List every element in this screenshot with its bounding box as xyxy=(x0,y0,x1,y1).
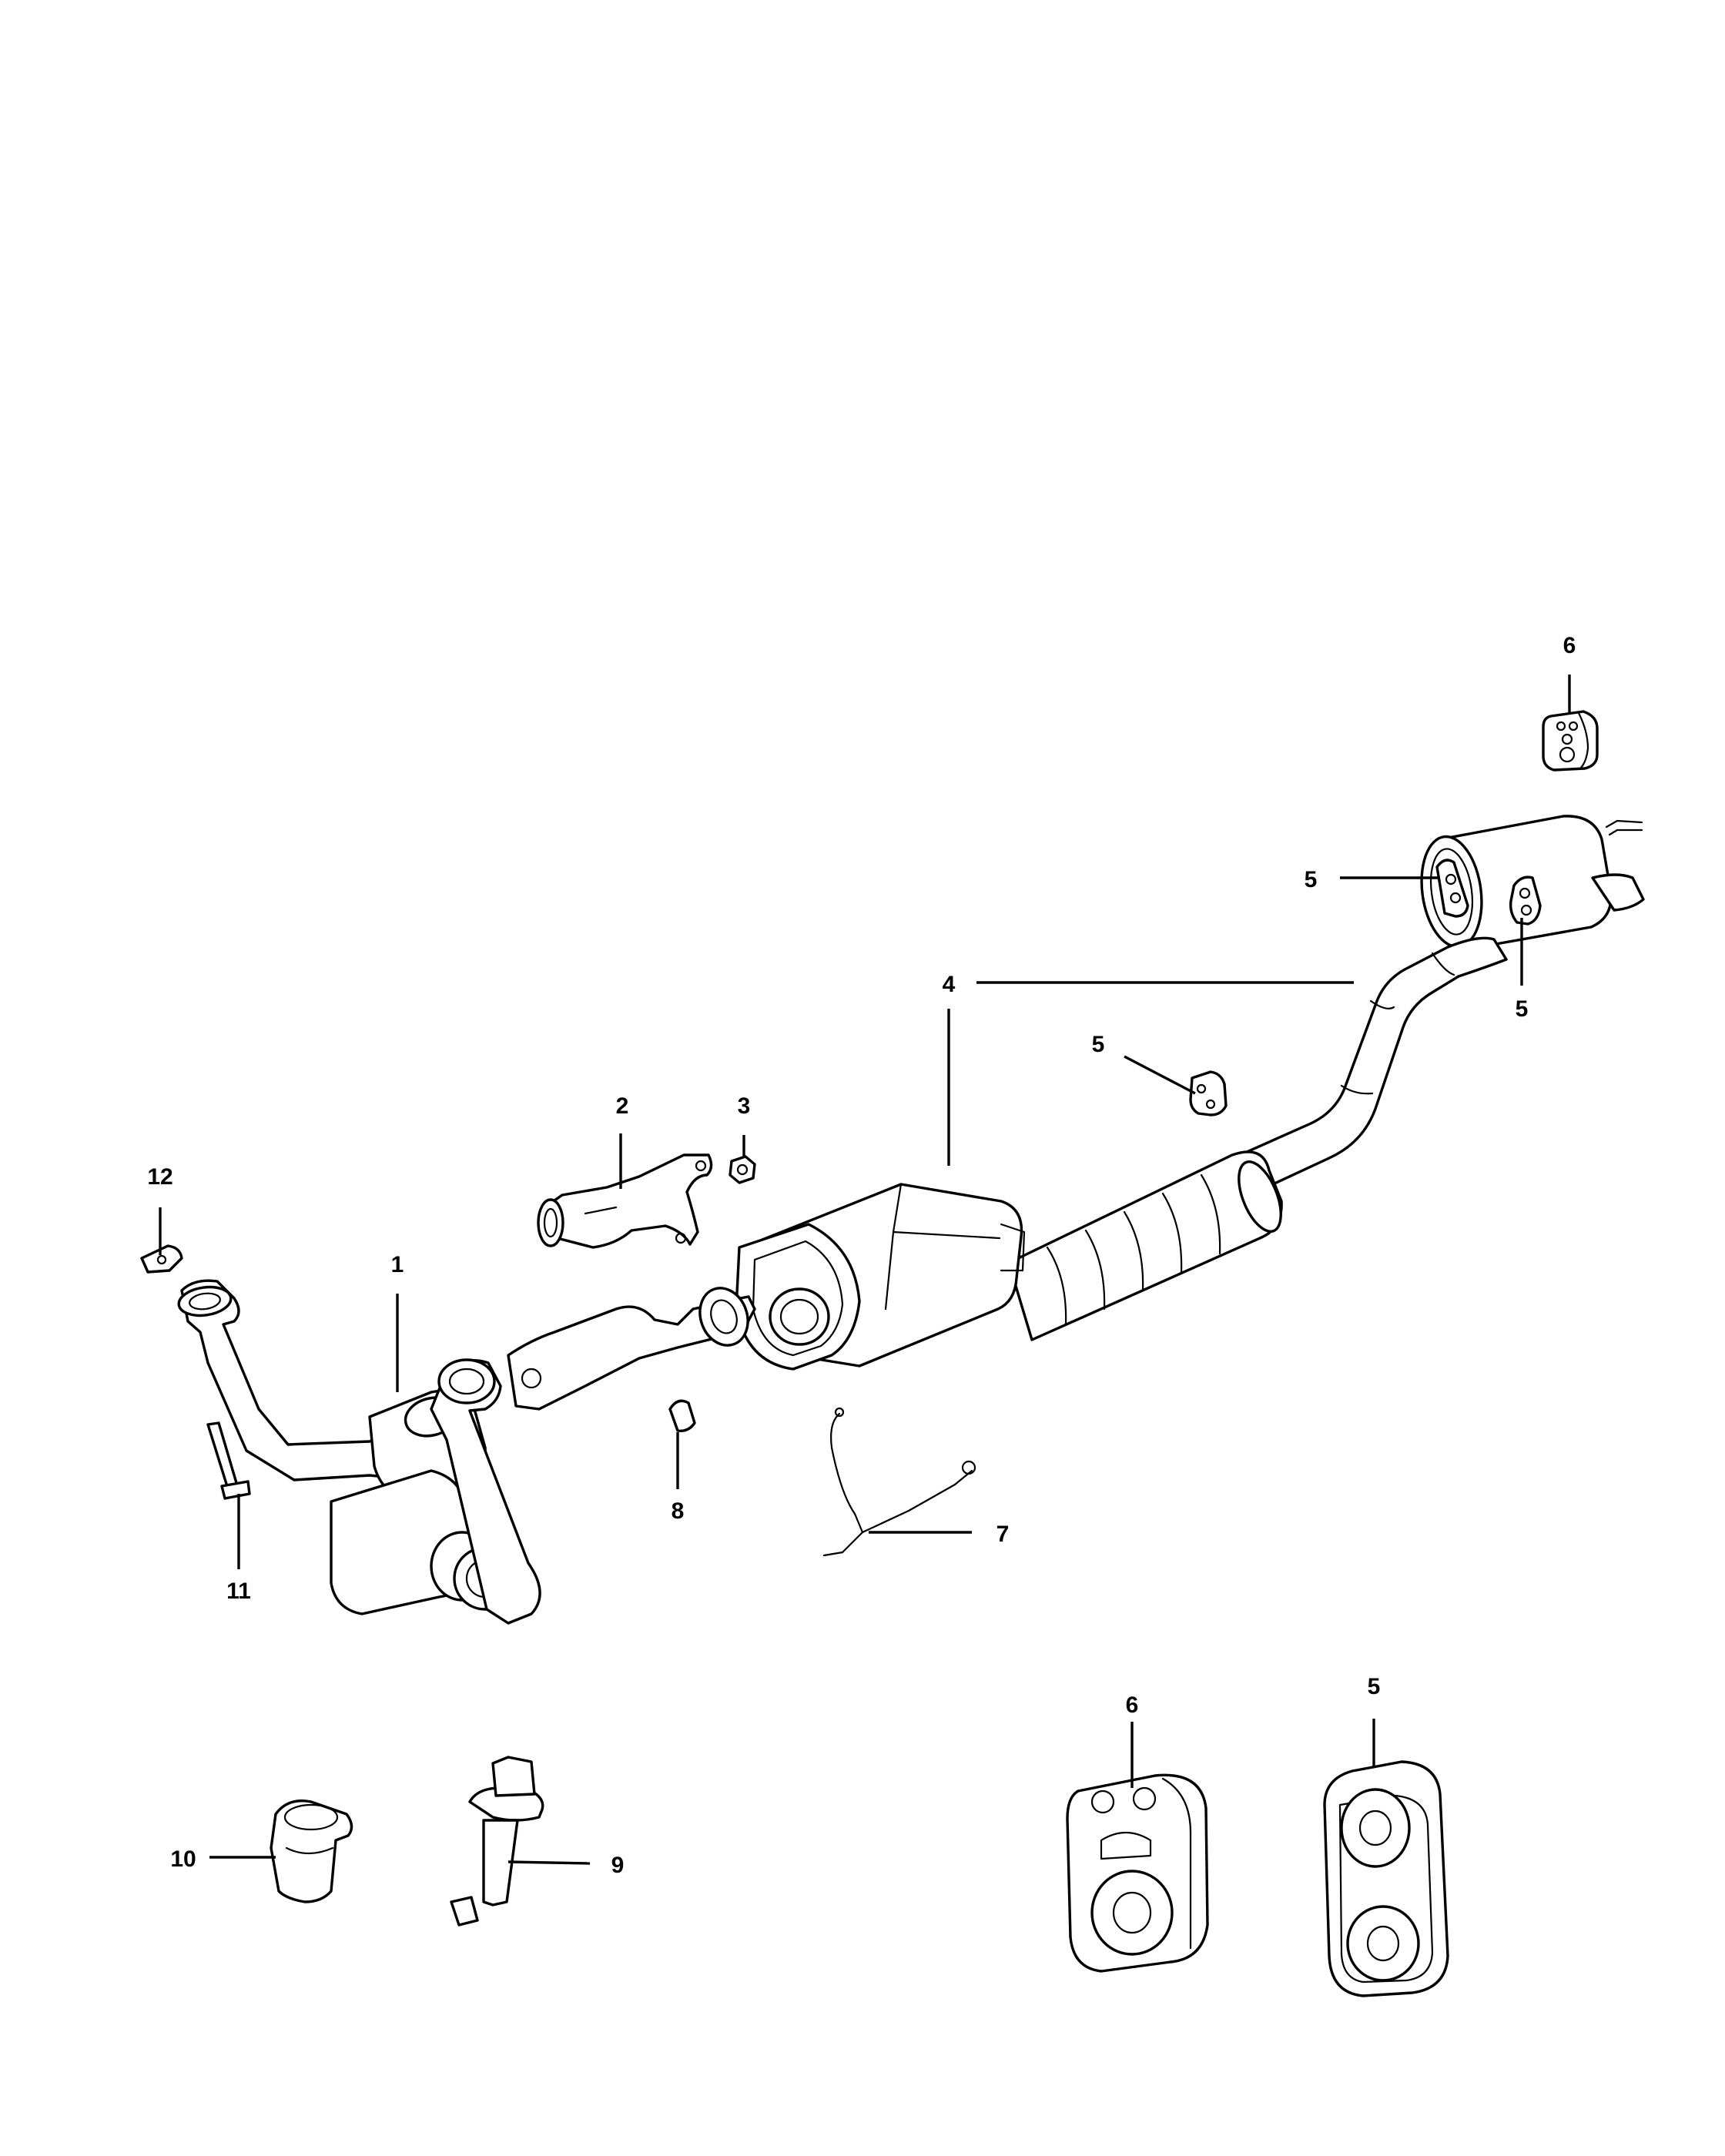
callout-5d: 5 xyxy=(1368,1674,1381,1699)
callout-5c: 5 xyxy=(1516,996,1529,1022)
callout-10: 10 xyxy=(170,1846,196,1872)
callout-7: 7 xyxy=(996,1522,1010,1547)
part-8-nut xyxy=(668,1399,696,1432)
callout-11: 11 xyxy=(226,1578,251,1604)
part-9-bolt xyxy=(450,1756,544,1927)
part-12-gasket xyxy=(140,1244,183,1274)
part-10-spacer-nut xyxy=(270,1799,353,1903)
callout-1: 1 xyxy=(391,1252,404,1277)
callout-4: 4 xyxy=(943,972,956,997)
part-3-nut xyxy=(729,1155,756,1184)
intermediate-pipe xyxy=(1238,936,1508,1190)
callout-3: 3 xyxy=(738,1093,751,1119)
part-5-hanger-isolator-muffler-left xyxy=(1435,859,1469,918)
front-muffler xyxy=(735,1183,1026,1371)
leader-5a xyxy=(1124,1055,1196,1095)
leader-lines xyxy=(159,675,1571,1865)
callout-6b: 6 xyxy=(1126,1692,1139,1718)
part-6-hanger-isolator-large xyxy=(1066,1773,1209,1973)
callout-5b: 5 xyxy=(1305,867,1318,892)
callout-12: 12 xyxy=(147,1164,172,1190)
catalytic-converter xyxy=(1007,1150,1283,1341)
part-6-hanger-isolator-small xyxy=(1542,710,1599,772)
part-11-stud xyxy=(206,1421,251,1500)
part-1-front-pipe-catalytic-assembly xyxy=(177,1279,756,1625)
callout-6a: 6 xyxy=(1563,633,1576,658)
callout-5a: 5 xyxy=(1092,1032,1105,1057)
part-2-bracket xyxy=(537,1153,713,1249)
callout-labels: 1 2 3 4 5 5 5 5 6 6 7 8 9 10 11 12 xyxy=(147,633,1576,1878)
part-5-hanger-isolator-pipe xyxy=(1189,1070,1228,1116)
leader-9 xyxy=(507,1860,591,1865)
part-7-oxygen-sensor xyxy=(822,1407,976,1557)
part-5-hanger-isolator-large xyxy=(1323,1760,1449,1997)
callout-8: 8 xyxy=(672,1498,685,1524)
callout-9: 9 xyxy=(611,1853,625,1878)
part-5-hanger-isolator-muffler-right xyxy=(1509,875,1542,926)
callout-2: 2 xyxy=(616,1093,629,1119)
